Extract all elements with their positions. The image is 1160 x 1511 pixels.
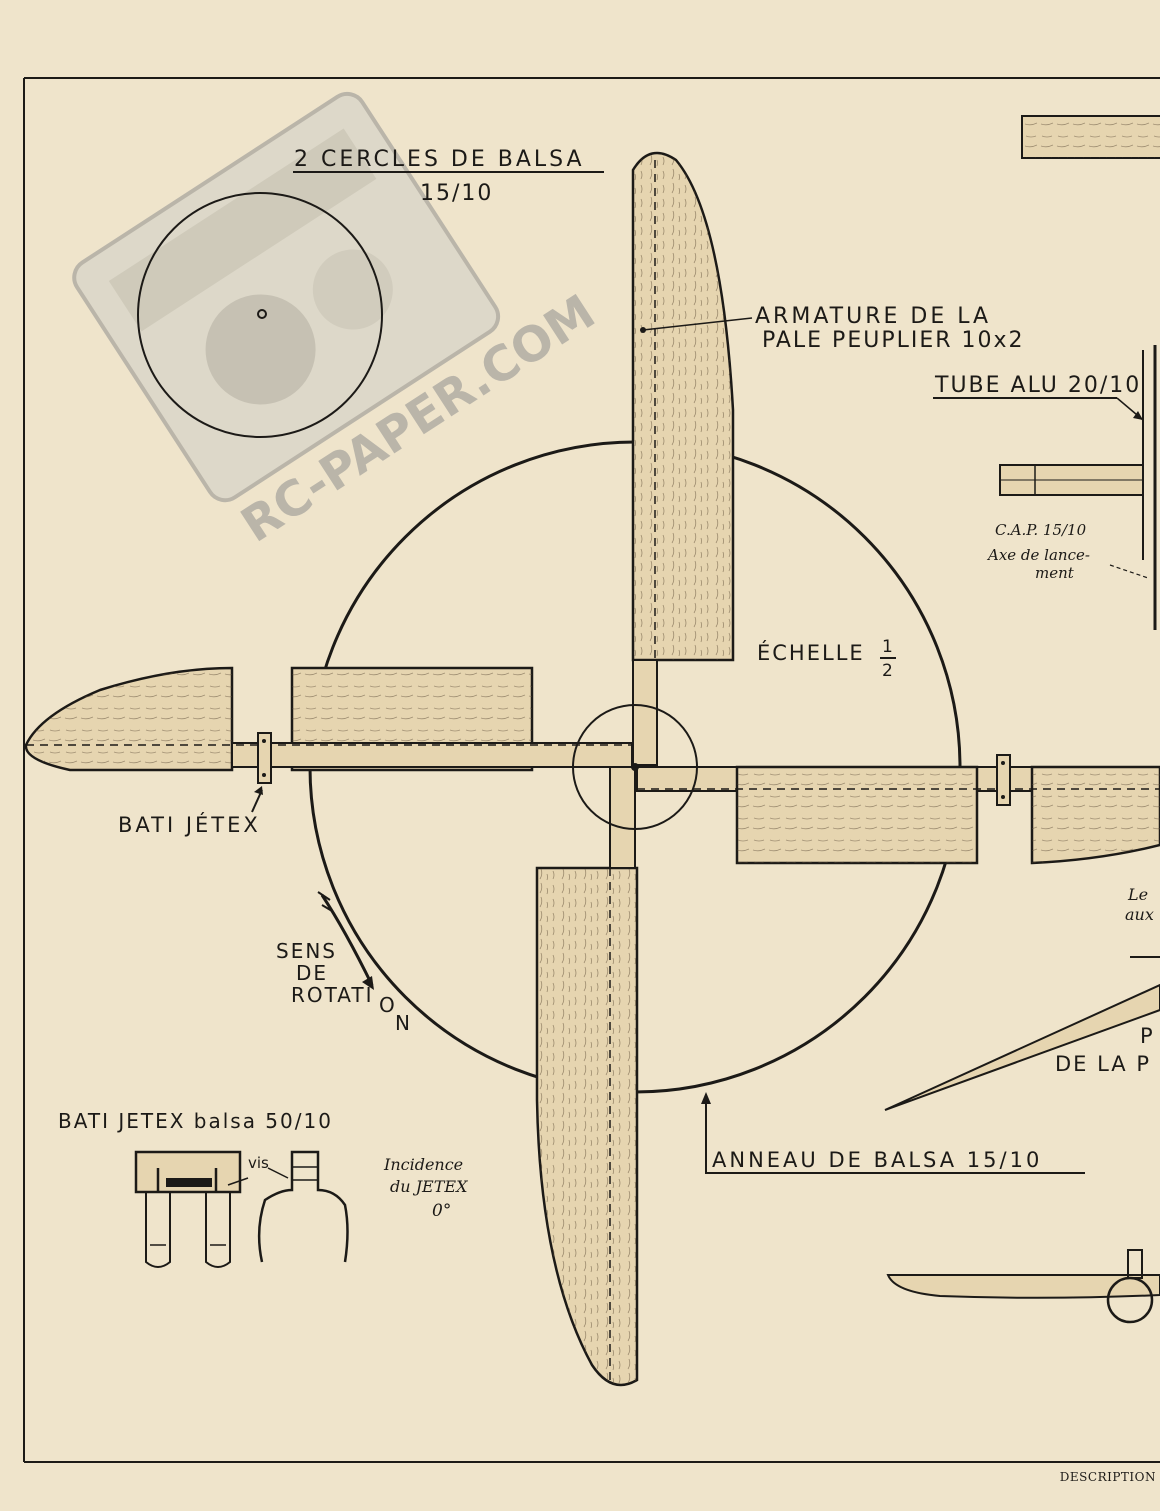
label-le-partial: Le — [1127, 885, 1148, 904]
partial-hub-profile — [886, 1274, 1160, 1299]
watermark-logo: RC-PAPER.COM — [72, 91, 605, 554]
label-incidence-3: 0° — [432, 1201, 451, 1221]
label-armature: ARMATURE DE LA — [755, 304, 991, 329]
label-de: DE — [296, 961, 328, 985]
label-echelle: ÉCHELLE — [757, 640, 865, 665]
label-de-la-partial: DE LA P — [1055, 1052, 1151, 1076]
rotation-arrow — [320, 894, 374, 986]
frame — [23, 77, 1160, 1463]
label-rotation-3: N — [395, 1011, 410, 1035]
partial-blade-profile — [884, 983, 1160, 1111]
label-incidence-1: Incidence — [383, 1155, 463, 1174]
hub-center — [631, 763, 639, 771]
balsa-circle-hole — [257, 309, 267, 319]
label-anneau: ANNEAU DE BALSA 15/10 — [712, 1148, 1042, 1172]
armature-leader — [642, 317, 753, 331]
label-p-partial: P — [1140, 1024, 1153, 1048]
footer-description: DESCRIPTION — [1059, 1470, 1156, 1484]
right-blade — [636, 754, 1160, 865]
label-rotation-1: ROTATI — [291, 983, 374, 1007]
label-tube-alu: TUBE ALU 20/10 — [934, 373, 1141, 398]
label-echelle-numerator: 1 — [882, 637, 893, 657]
label-balsa-circles-thickness: 15/10 — [420, 181, 493, 206]
label-armature-material: PALE PEUPLIER 10x2 — [762, 328, 1025, 353]
jetex-mount-detail — [134, 1150, 349, 1268]
balsa-circle-detail — [137, 192, 383, 438]
lower-blade — [535, 766, 639, 1387]
label-bati-jetex: BATI JÉTEX — [118, 812, 261, 837]
left-blade — [24, 666, 633, 784]
label-balsa-circles: 2 CERCLES DE BALSA — [294, 147, 585, 172]
label-bati-jetex-detail: BATI JETEX balsa 50/10 — [58, 1109, 333, 1133]
upper-blade — [631, 151, 735, 767]
hub-circle — [572, 704, 698, 830]
label-axe-2: ment — [1035, 564, 1075, 582]
label-vis: vis — [248, 1154, 269, 1172]
label-incidence-2: du JETEX — [390, 1177, 468, 1196]
label-axe-1: Axe de lance- — [986, 546, 1090, 564]
label-cap: C.A.P. 15/10 — [995, 521, 1087, 539]
label-aux-partial: aux — [1125, 905, 1154, 924]
label-sens: SENS — [276, 939, 337, 963]
label-echelle-denominator: 2 — [882, 661, 893, 681]
label-rotation-2: O — [379, 993, 395, 1017]
anneau-leader — [705, 1095, 1085, 1174]
